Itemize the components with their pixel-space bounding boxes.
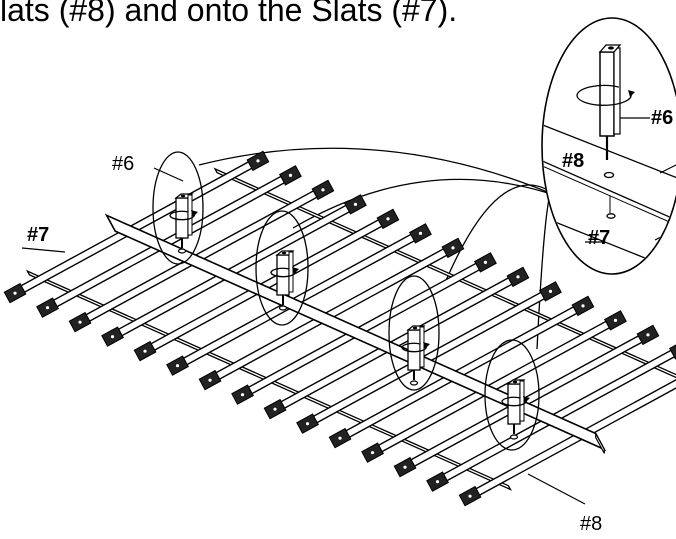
bolt-icon (407, 329, 421, 371)
support-beam-end (595, 433, 605, 454)
instruction-text: lats (#8) and onto the Slats (#7). (0, 0, 458, 28)
support-label: #8 (580, 513, 602, 535)
bracket-hole (78, 320, 82, 324)
rotation-arrow-icon (169, 210, 189, 217)
callout-ellipse (255, 210, 309, 326)
bracket-hole (435, 480, 440, 484)
bracket-hole (321, 188, 325, 192)
bolt-hole (180, 194, 186, 198)
bolt-icon (175, 197, 189, 239)
bolt-side (613, 47, 621, 135)
slat-label-leader (21, 247, 66, 253)
bolt-icon (599, 51, 615, 137)
bolt-callout (255, 210, 309, 326)
bracket-hole (353, 202, 358, 206)
bolt-hole (281, 251, 287, 255)
leader-line (441, 184, 558, 291)
bracket-hole (175, 364, 180, 368)
bolt-hole (512, 380, 518, 384)
washer (278, 305, 288, 311)
rotation-arrow-icon (576, 93, 632, 106)
bracket-hole (613, 318, 618, 322)
bracket-hole (208, 378, 212, 382)
arrow-head-icon (292, 267, 299, 274)
center-support (104, 213, 607, 454)
rotation-arrow-icon (501, 396, 521, 403)
bolt-callout (388, 275, 440, 391)
bolt-callout (152, 151, 204, 265)
washer (177, 248, 187, 254)
bracket-hole (468, 494, 472, 498)
bracket-hole (403, 465, 407, 469)
bracket-hole (256, 159, 260, 163)
bracket-hole (581, 304, 585, 308)
bracket-hole (305, 422, 310, 426)
zoom-support-edge (543, 159, 676, 227)
bolt-label-leader (153, 167, 184, 182)
bolt-icon (507, 383, 521, 425)
bracket-hole (386, 217, 390, 221)
zoom-slat-edge (659, 157, 676, 174)
bracket-hole (143, 349, 147, 353)
bracket-hole (548, 289, 553, 293)
bolts-group (152, 151, 540, 451)
bolt-hole (412, 326, 418, 330)
bracket-hole (110, 335, 115, 339)
rotation-arrow-icon (576, 84, 620, 97)
bolt-icon (276, 254, 290, 296)
arrow-head-icon (628, 90, 635, 97)
washer (509, 434, 519, 440)
arrow-head-icon (423, 342, 430, 349)
bracket-hole (418, 231, 423, 235)
arrow-head-icon (191, 210, 198, 217)
bracket-hole (451, 246, 455, 250)
slat-label: #7 (27, 224, 49, 246)
washer (606, 213, 616, 219)
bolt-side (187, 194, 193, 236)
bracket-hole (45, 306, 50, 310)
support-label-leader (527, 473, 586, 505)
zoom-bolt-label: #6 (651, 107, 673, 129)
bolt-hole (608, 46, 614, 50)
rotation-arrow-icon (401, 342, 421, 349)
bracket-hole (240, 393, 245, 397)
callout-ellipse (388, 275, 440, 391)
leader-line (198, 147, 558, 197)
zoom-leader-lines (21, 147, 586, 505)
bolt-label: #6 (112, 153, 134, 175)
bolt-side (288, 251, 294, 293)
bracket-hole (13, 291, 17, 295)
bracket-hole (516, 275, 520, 279)
bracket-hole (646, 333, 650, 337)
rotation-arrow-icon (270, 267, 290, 274)
slats-group (3, 150, 676, 507)
bolt-callout (484, 339, 540, 451)
zoom-support-edge (543, 119, 676, 184)
zoom-support-edge (543, 164, 676, 232)
slat-bracket-right (669, 344, 676, 360)
bolt-side (519, 380, 525, 422)
bracket-hole (370, 451, 375, 455)
bolt-side (419, 326, 425, 368)
callout-ellipse (484, 339, 540, 451)
zoom-support-label: #8 (562, 150, 584, 172)
arrow-head-icon (523, 396, 530, 403)
bracket-hole (288, 173, 293, 177)
leader-line (292, 178, 558, 229)
washer (409, 380, 419, 386)
bracket-hole (338, 436, 342, 440)
bracket-hole (273, 407, 277, 411)
callout-ellipse (152, 151, 204, 265)
zoom-slat-label: #7 (588, 227, 610, 249)
bracket-hole (483, 260, 488, 264)
washer (603, 171, 615, 179)
